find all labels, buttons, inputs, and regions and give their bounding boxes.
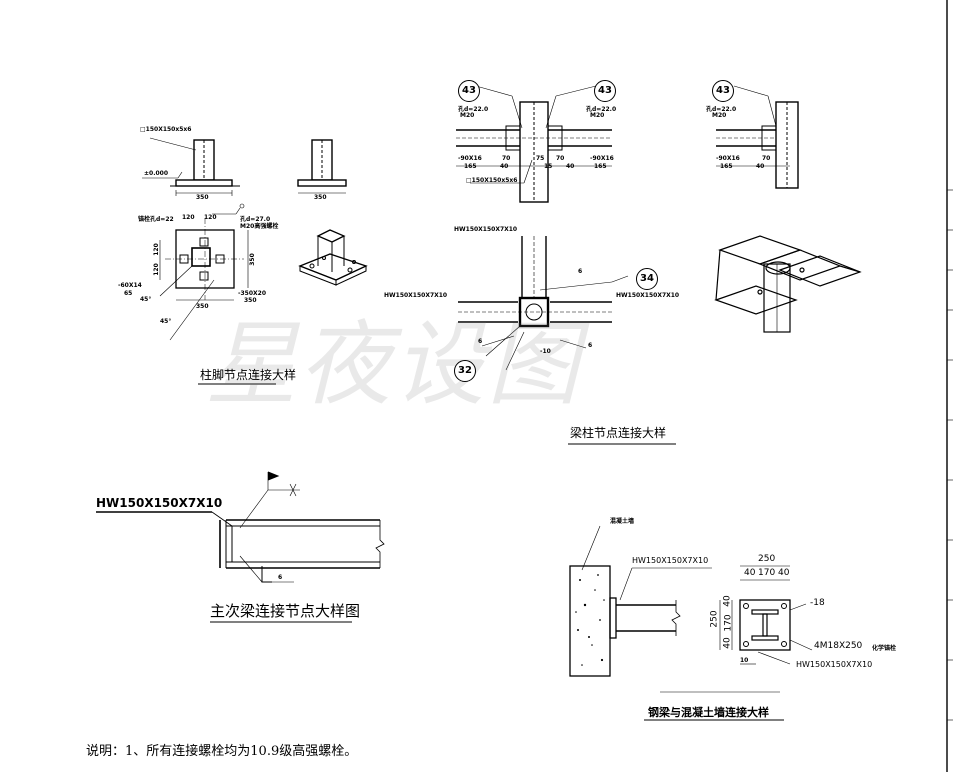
column-base-elevation-side — [297, 139, 347, 194]
dim-350: 350 — [196, 194, 209, 201]
dim-40: 40 — [722, 637, 733, 649]
beam-column-title: 梁柱节点连接大样 — [570, 426, 667, 440]
dim-75: 75 — [536, 155, 545, 162]
weld-ref-bubble: 43 — [458, 80, 480, 102]
dim-120: 120 — [152, 263, 160, 276]
dim-70: 70 — [556, 155, 565, 162]
plate-label: -90X16 — [716, 155, 740, 162]
beam-column-elevation-a — [456, 85, 612, 203]
tube-label: □150X150x5x6 — [466, 177, 518, 184]
weld-size: 6 — [478, 338, 483, 345]
hw-label: HW150X150X7X10 — [616, 292, 680, 299]
dim-40: 40 — [744, 568, 756, 578]
dim-40: 40 — [500, 163, 509, 170]
weld-ref-bubble: 43 — [712, 80, 734, 102]
bolt-note: 化学锚栓 — [872, 645, 897, 652]
dim-120: 120 — [204, 214, 217, 221]
stiffener-sub: 65 — [124, 290, 133, 297]
column-base-title: 柱脚节点连接大样 — [200, 368, 297, 382]
plate-label: -90X16 — [590, 155, 614, 162]
hw-label: HW150X150X7X10 — [796, 660, 873, 669]
dim-15: 15 — [544, 163, 553, 170]
weld-ref-bubble: 32 — [454, 360, 476, 382]
hole-label: 孔d=27.0 — [240, 216, 271, 223]
watermark: 星夜设图 — [205, 311, 582, 418]
dim-70: 70 — [502, 155, 511, 162]
elevation-label: ±0.000 — [144, 170, 169, 177]
angle-label: 45° — [140, 296, 152, 303]
bolt-label: M20 — [590, 112, 605, 119]
weld-ref-bubble: 34 — [636, 268, 658, 290]
column-base-elevation — [142, 137, 240, 196]
hw-label: HW150X150X7X10 — [454, 226, 518, 233]
plate-label: -350X20 — [238, 290, 266, 297]
dim-165: 165 — [594, 163, 607, 170]
hw-label: HW150X150X7X10 — [384, 292, 448, 299]
angle-label: 45° — [160, 318, 172, 325]
dim-165: 165 — [720, 163, 733, 170]
general-note: 说明：1、所有连接螺栓均为10.9级高强螺栓。 — [86, 744, 358, 759]
weld-size: 6 — [588, 342, 593, 349]
column-base-isometric — [298, 229, 368, 286]
dim-120: 120 — [152, 243, 160, 256]
dim-170: 170 — [758, 568, 776, 578]
weld-size: 6 — [578, 268, 583, 275]
weld-ref-bubble: 43 — [594, 80, 616, 102]
bolt-label: 4M18X250 — [814, 641, 863, 651]
dim-250: 250 — [758, 554, 776, 564]
dim-40: 40 — [756, 163, 765, 170]
plate-sub: 350 — [244, 297, 257, 304]
dim-250: 250 — [709, 610, 720, 628]
hole-label: 孔d=22.0 — [706, 106, 737, 113]
dim-40: 40 — [566, 163, 575, 170]
hw-label: HW150X150X7X10 — [632, 556, 709, 565]
main-secondary-title: 主次梁连接节点大样图 — [210, 602, 361, 620]
bolt-label: M20 — [460, 112, 475, 119]
hole-label: 孔d=22.0 — [586, 106, 617, 113]
wall-label: 混凝土墙 — [610, 518, 635, 525]
beam-column-elevation-b — [716, 85, 799, 189]
anchor-hole-label: 锚栓孔d=22 — [138, 216, 174, 223]
beam-column-isometric — [714, 235, 862, 333]
weld-size: 6 — [278, 574, 283, 581]
hole-note: M20高强螺栓 — [240, 223, 279, 230]
dim-165: 165 — [464, 163, 477, 170]
dim-120: 120 — [182, 214, 195, 221]
dim-350: 350 — [314, 194, 327, 201]
plate-thickness: -10 — [540, 348, 551, 355]
hw-label: HW150X150X7X10 — [96, 496, 223, 510]
plate-label: -90X16 — [458, 155, 482, 162]
plate-label: -18 — [810, 598, 825, 608]
dim-40: 40 — [778, 568, 790, 578]
bolt-label: M20 — [712, 112, 727, 119]
dim-40: 40 — [722, 595, 733, 607]
stiffener-label: -60X14 — [118, 282, 142, 289]
weld-size: 10 — [740, 657, 749, 664]
column-base-plan — [159, 203, 249, 341]
beam-wall-title: 钢梁与混凝土墙连接大样 — [648, 706, 769, 719]
tube-label: □150X150x5x6 — [140, 126, 192, 133]
dim-170: 170 — [723, 614, 734, 632]
dim-350-vertical: 350 — [248, 253, 256, 266]
dim-70: 70 — [762, 155, 771, 162]
dim-350: 350 — [196, 303, 209, 310]
beam-wall-detail — [569, 525, 813, 721]
beam-column-plan — [458, 236, 629, 371]
main-secondary-beam — [96, 471, 385, 623]
hole-label: 孔d=22.0 — [458, 106, 489, 113]
